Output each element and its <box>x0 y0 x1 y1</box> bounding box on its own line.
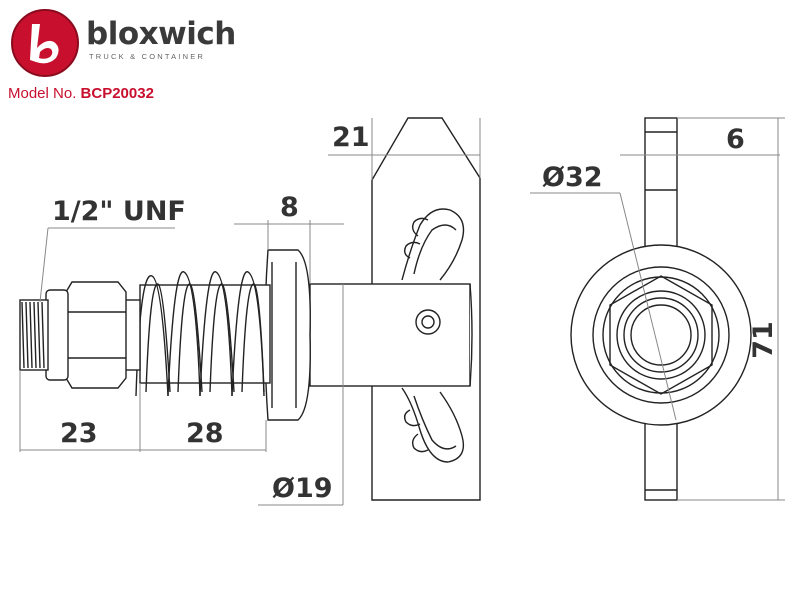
model-label: Model No. <box>8 85 77 102</box>
thread-size-label: 1/2" UNF <box>52 196 186 227</box>
plate-width-label: 21 <box>332 122 370 153</box>
bloxwich-logo-icon <box>11 9 79 77</box>
spring <box>135 271 265 397</box>
flange-width-label: 8 <box>280 192 299 223</box>
model-number: BCP20032 <box>80 85 154 102</box>
barrel-shaft <box>309 283 473 387</box>
model-number-line: Model No. BCP20032 <box>8 85 154 102</box>
hex-nut <box>65 281 127 389</box>
outer-diameter-label: Ø32 <box>542 162 603 193</box>
shaft-diameter-label: Ø19 <box>272 473 333 504</box>
brand-tagline: TRUCK & CONTAINER <box>89 52 206 61</box>
front-view <box>570 117 752 501</box>
ear-thickness-label: 6 <box>726 124 745 155</box>
thread-length-label: 23 <box>60 418 98 449</box>
nut-collar <box>45 289 69 381</box>
brand-name: bloxwich <box>86 16 236 52</box>
spring-length-label: 28 <box>186 418 224 449</box>
flange <box>264 249 311 421</box>
threaded-end <box>19 299 49 371</box>
overall-height-label: 71 <box>748 321 779 359</box>
